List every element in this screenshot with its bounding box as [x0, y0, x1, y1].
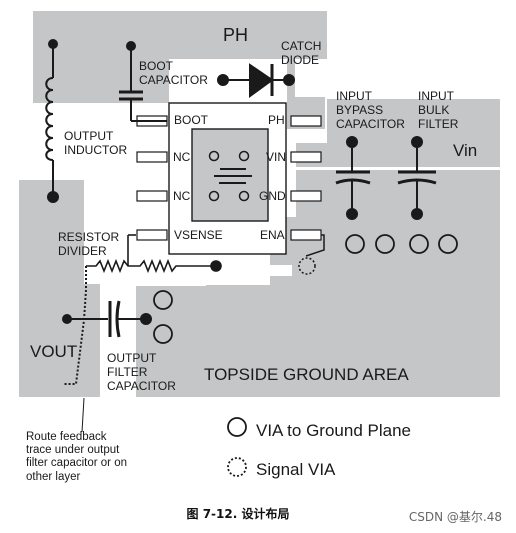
- resistor-divider: [64, 234, 222, 433]
- vout-plane: [19, 180, 100, 397]
- pin-pad-ph: [290, 115, 322, 127]
- output-inductor-label: OUTPUT INDUCTOR: [64, 129, 128, 157]
- ic-package: [136, 102, 322, 255]
- output-filter-capacitor: [62, 300, 152, 338]
- topside-ground-area-label: TOPSIDE GROUND AREA: [204, 365, 409, 384]
- figure-caption: 图 7-12. 设计布局: [186, 507, 290, 521]
- input-bypass-capacitor-label: INPUT BYPASS CAPACITOR: [336, 89, 405, 131]
- vin-plane-label: Vin: [453, 141, 478, 160]
- watermark: CSDN @基尔.48: [408, 510, 502, 524]
- pin-pad-nc2: [136, 190, 168, 202]
- ph-plane: [33, 11, 327, 103]
- ground-vias-left: [153, 290, 173, 344]
- pin-label-boot: BOOT: [174, 113, 209, 127]
- catch-diode-label: CATCH DIODE: [281, 39, 322, 67]
- pin-label-nc1: NC: [173, 150, 191, 164]
- pin-label-ena: ENA: [260, 228, 285, 242]
- ground-vias-row: [345, 234, 458, 254]
- thermal-vias: [208, 150, 252, 202]
- input-bulk-filter-label: INPUT BULK FILTER: [418, 89, 459, 131]
- ena-trace: [298, 234, 325, 275]
- pin-label-gnd: GND: [259, 189, 286, 203]
- resistor-divider-label: RESISTOR DIVIDER: [58, 230, 120, 258]
- legend-symbols: [227, 417, 247, 477]
- vout-plane-label: VOUT: [30, 342, 78, 361]
- legend-via-ground-label: VIA to Ground Plane: [256, 421, 411, 440]
- pin-label-ph: PH: [268, 113, 285, 127]
- legend-signal-via-label: Signal VIA: [256, 460, 336, 479]
- output-inductor: [45, 39, 59, 203]
- pin-pad-gnd: [290, 190, 322, 202]
- pin-label-nc2: NC: [173, 189, 191, 203]
- pin-pad-vin: [290, 151, 322, 163]
- catch-diode: [217, 63, 295, 98]
- pin-label-vin: VIN: [266, 150, 287, 164]
- pin-pad-ena: [290, 229, 322, 241]
- output-filter-capacitor-label: OUTPUT FILTER CAPACITOR: [107, 351, 176, 393]
- signal-via-symbol: [227, 457, 247, 477]
- ground-plane: [136, 170, 500, 397]
- boot-capacitor: [119, 41, 167, 122]
- ph-plane-label: PH: [223, 25, 249, 45]
- pin-label-vsense: VSENSE: [174, 228, 223, 242]
- input-capacitors: [335, 136, 437, 220]
- copper-planes: [19, 11, 500, 397]
- via-ground-symbol: [227, 417, 247, 437]
- boot-capacitor-label: BOOT CAPACITOR: [139, 59, 208, 87]
- pin-pad-nc1: [136, 151, 168, 163]
- route-note-label: Route feedback trace under output filter…: [26, 431, 127, 483]
- pin-pad-vsense: [136, 229, 168, 241]
- vin-plane: [296, 99, 500, 167]
